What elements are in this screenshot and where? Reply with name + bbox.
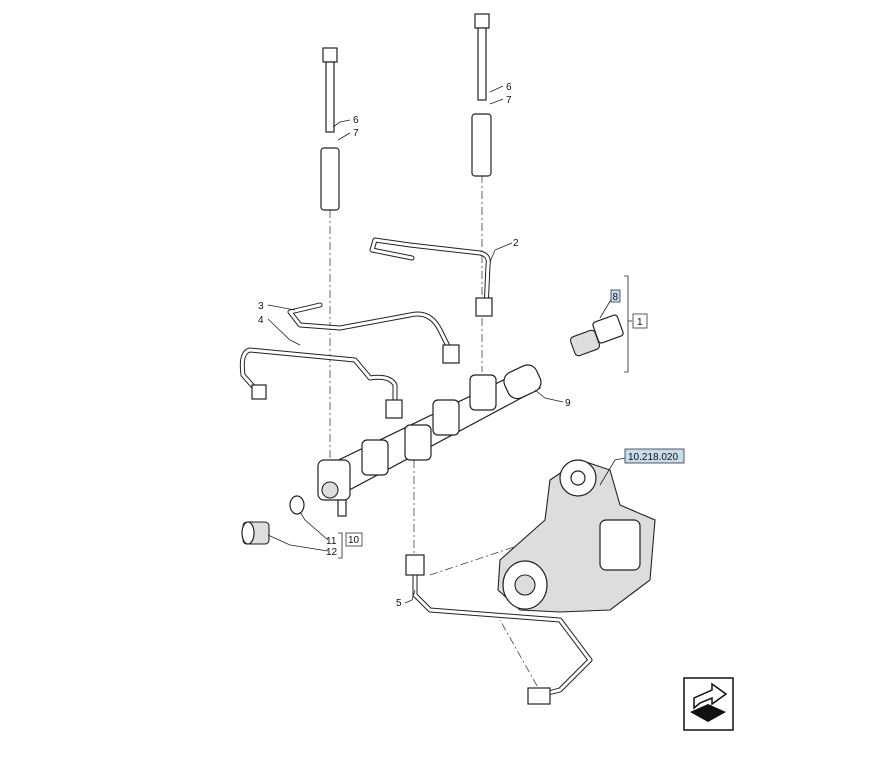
pump-reference[interactable]: 10.218.020: [628, 452, 678, 463]
bolt-left: [320, 47, 340, 211]
callout-12[interactable]: 12: [326, 547, 338, 558]
callout-9[interactable]: 9: [565, 398, 571, 409]
common-rail: [317, 364, 542, 517]
leader-lines: [267, 85, 632, 604]
callout-10[interactable]: 10: [348, 535, 360, 546]
callout-5[interactable]: 5: [396, 598, 402, 609]
callout-6-left[interactable]: 6: [353, 115, 359, 126]
return-arrow-icon[interactable]: [683, 677, 734, 731]
callout-10-box[interactable]: [345, 532, 363, 547]
callout-6-right[interactable]: 6: [506, 82, 512, 93]
pressure-sensor: [569, 314, 624, 357]
bolt-right: [471, 13, 492, 177]
center-lines: [329, 175, 546, 701]
plug-and-ring: [241, 495, 305, 545]
callout-4[interactable]: 4: [258, 315, 264, 326]
high-pressure-pump: [497, 459, 656, 613]
callout-2[interactable]: 2: [513, 238, 519, 249]
pump-reference-box[interactable]: [624, 448, 685, 464]
callout-3[interactable]: 3: [258, 301, 264, 312]
callout-8[interactable]: 8: [613, 292, 619, 303]
callout-7-right[interactable]: 7: [506, 95, 512, 106]
callout-8-box[interactable]: [610, 289, 621, 303]
callout-1[interactable]: 1: [637, 317, 643, 328]
callout-7-left[interactable]: 7: [353, 128, 359, 139]
injector-pipes: [239, 237, 593, 705]
callout-11[interactable]: 11: [326, 536, 337, 547]
callout-1-box[interactable]: [632, 313, 648, 329]
